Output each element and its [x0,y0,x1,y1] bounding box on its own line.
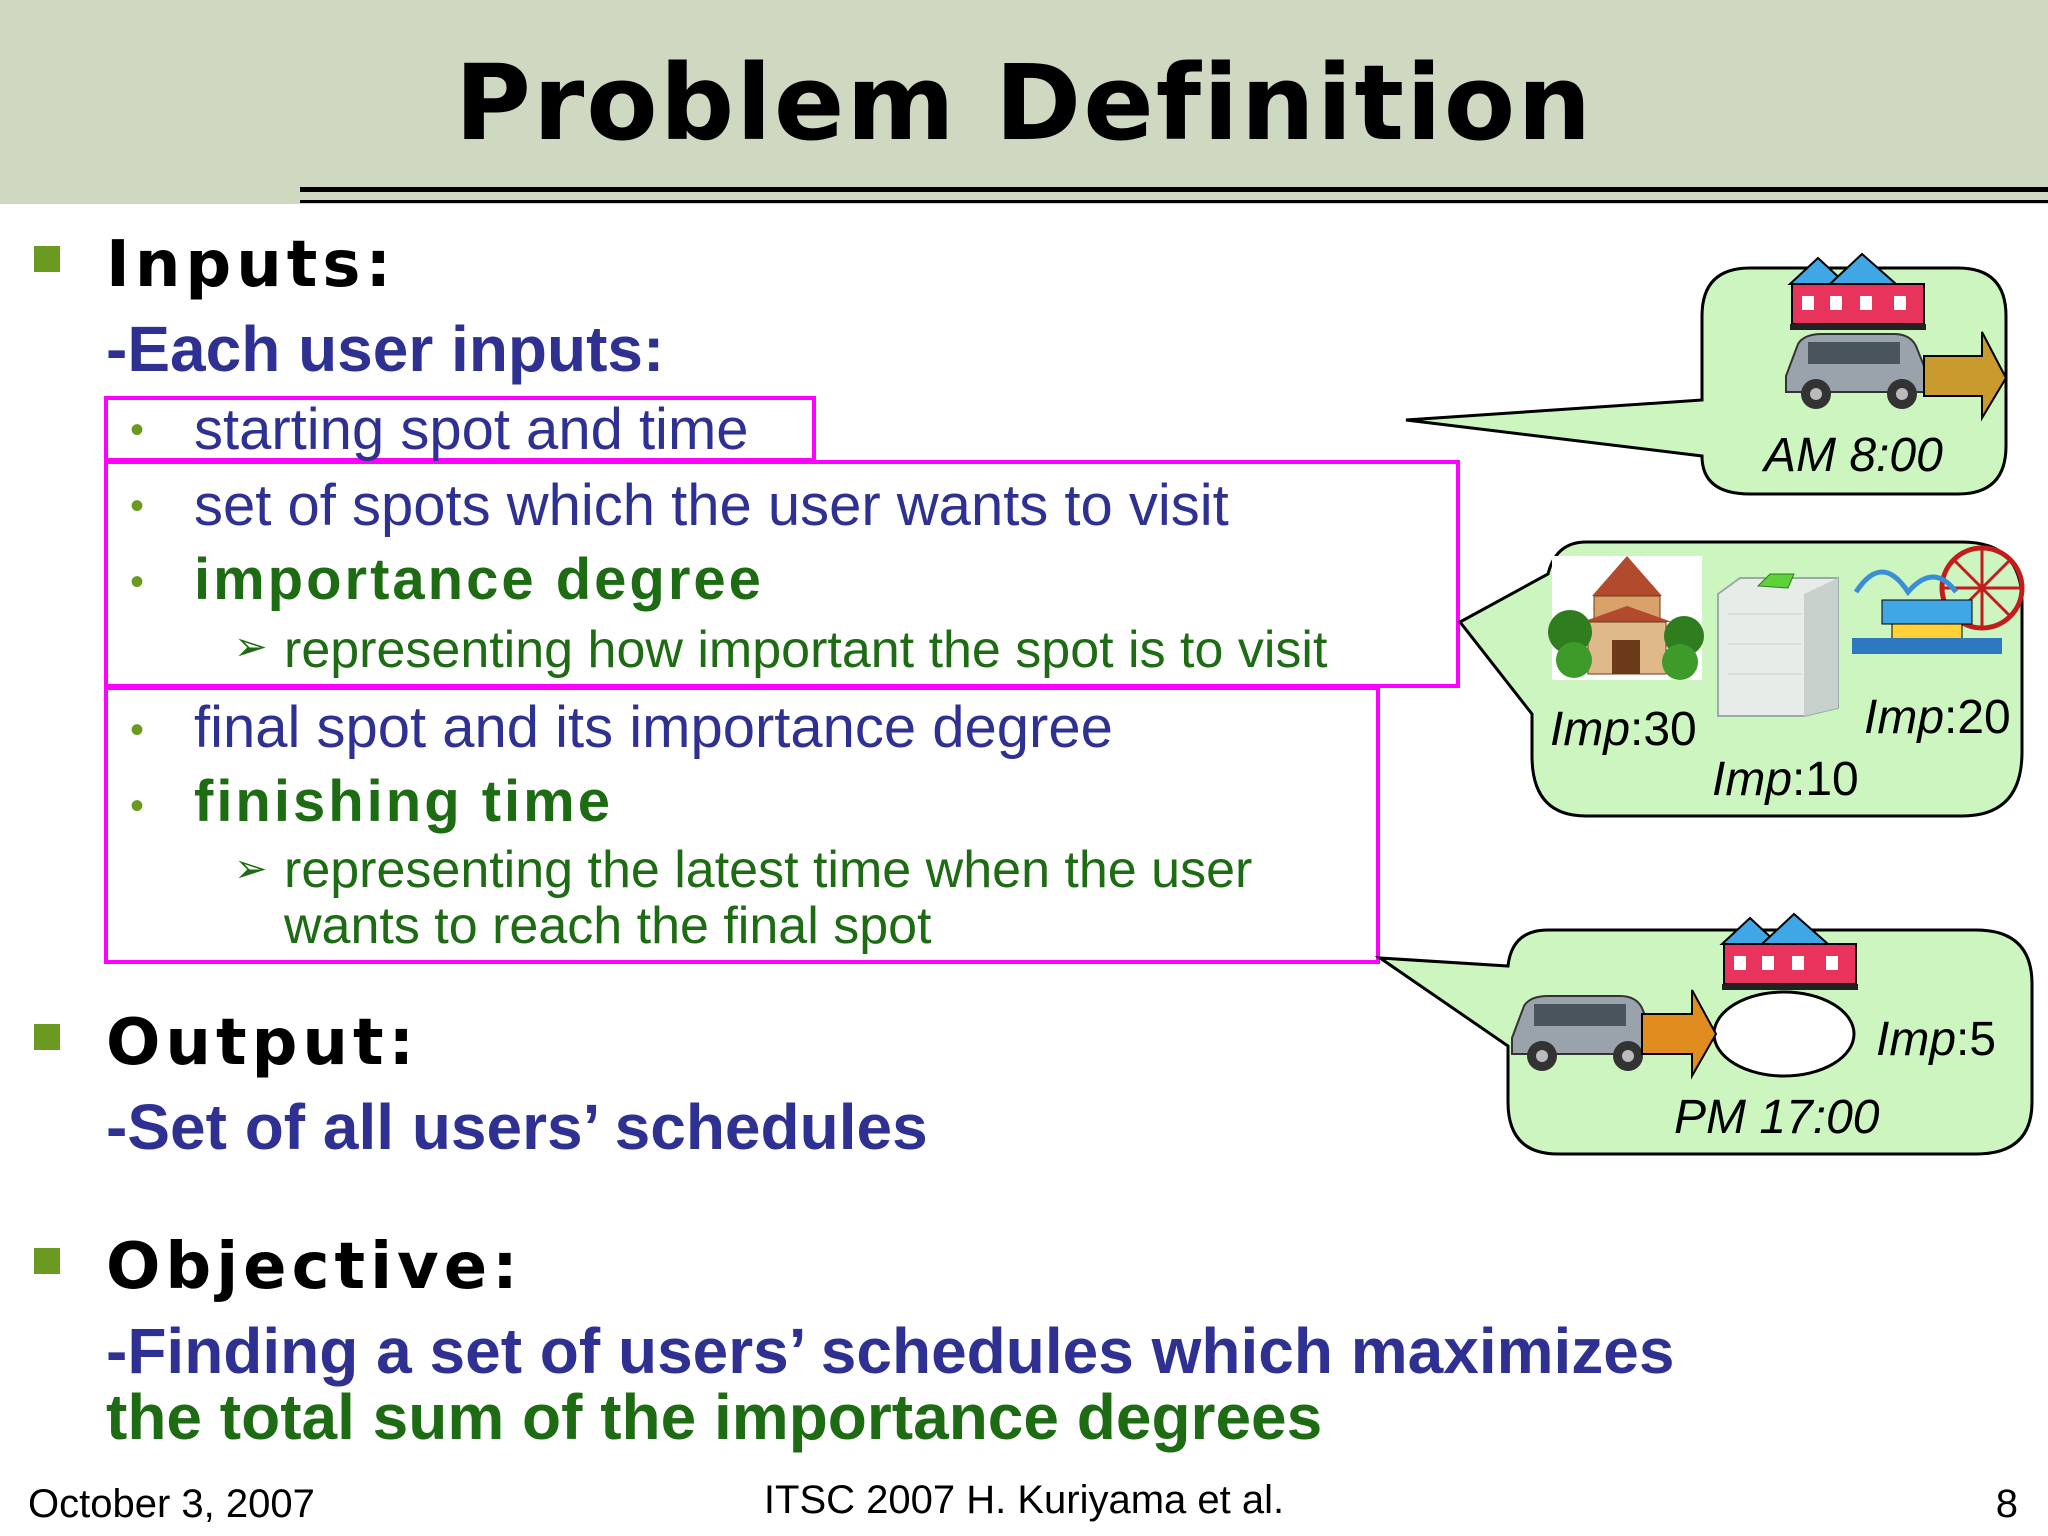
finishing-description-1: representing the latest time when the us… [284,841,1253,899]
page-number: 8 [1995,1482,2018,1526]
bullet-dot: • [130,784,145,828]
objective-heading: Objective: [106,1230,523,1304]
imp-label-final: Imp:5 [1876,1013,1997,1066]
bullet-dot: • [130,560,145,604]
house-icon [1719,912,1858,990]
input-item-finishing: finishing time [194,769,613,834]
car-icon [1785,333,1931,409]
footer-date: October 3, 2007 [28,1482,315,1526]
importance-description: representing how important the spot is t… [284,621,1328,679]
highlight-box-final [104,686,1380,964]
amusement-park-icon [1852,545,2025,654]
input-item-start: starting spot and time [194,397,749,462]
finishing-description-2: wants to reach the final spot [284,897,932,955]
temple-icon [1548,556,1704,680]
arrow-right-icon [1923,331,2008,422]
footer-center: ITSC 2007 H. Kuriyama et al. [763,1478,1285,1522]
input-item-importance: importance degree [194,547,764,612]
bullet-square [34,1248,60,1274]
start-time-label: AM 8:00 [1764,429,1943,482]
imp-label-temple: Imp:30 [1550,703,1697,756]
finish-time-label: PM 17:00 [1674,1091,1880,1144]
title-band [0,0,2048,204]
output-heading: Output: [106,1006,420,1080]
objective-line-2: the total sum of the importance degrees [106,1381,1323,1453]
objective-line-1: -Finding a set of users’ schedules which… [106,1315,1675,1387]
title-rule-thin [300,200,2048,203]
house-icon [1787,252,1926,330]
title-band-gap [0,204,300,214]
bullet-dot: • [130,484,145,528]
imp-label-park: Imp:20 [1864,691,2011,744]
building-icon [1717,573,1839,717]
sub-arrow-icon: ➢ [234,625,268,669]
car-icon [1511,995,1657,1071]
arrow-right-icon [1641,989,1718,1080]
input-item-final: final spot and its importance degree [194,695,1113,760]
slide-title: Problem Definition [454,42,1594,164]
bullet-square [34,1024,60,1050]
final-spot-marker [1712,990,1856,1078]
bullet-dot: • [130,408,145,452]
sub-arrow-icon: ➢ [234,847,268,891]
inputs-heading: Inputs: [106,228,397,302]
output-subheading: -Set of all users’ schedules [106,1091,928,1163]
bullet-dot: • [130,708,145,752]
imp-label-building: Imp:10 [1712,753,1859,806]
title-rule [300,187,2048,192]
inputs-subheading: -Each user inputs: [106,313,665,385]
input-item-spots: set of spots which the user wants to vis… [194,473,1229,538]
bullet-square [34,246,60,272]
